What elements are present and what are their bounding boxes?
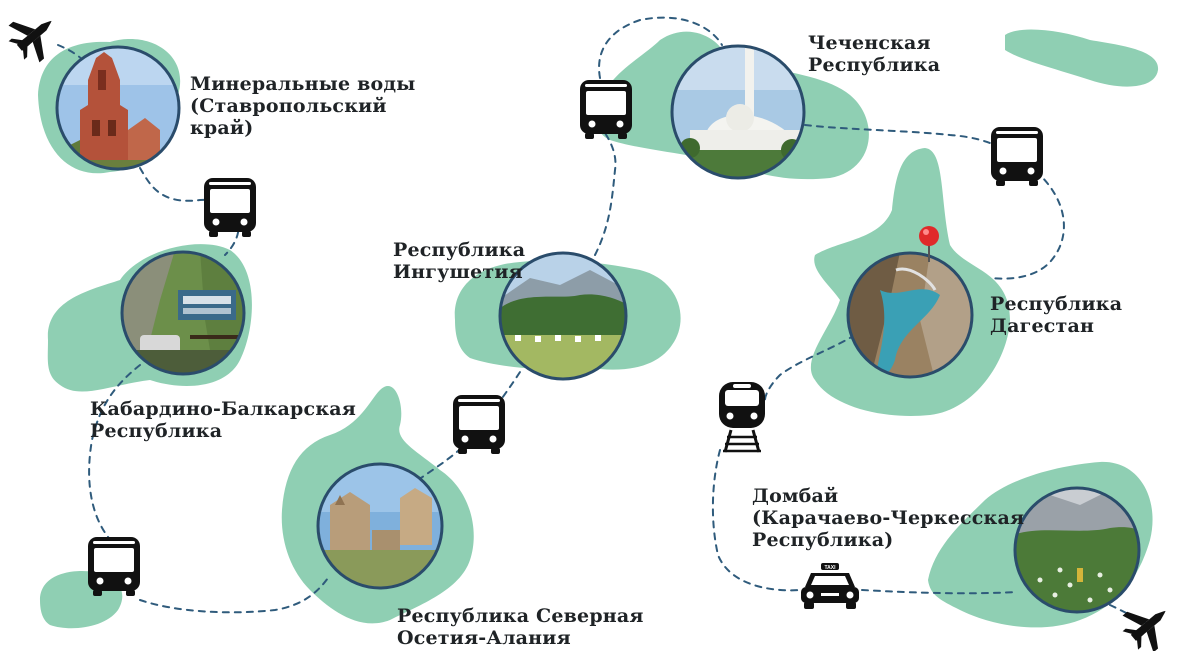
- bus-icon: [991, 127, 1043, 186]
- label-mineralnye: Минеральные воды (Ставропольский край): [190, 73, 415, 139]
- route-segment-chechnya-dagestan: [804, 124, 1065, 280]
- photo-ingushetia[interactable]: [498, 251, 628, 382]
- label-line: Республика Северная: [397, 605, 644, 627]
- label-line: Дагестан: [990, 315, 1095, 337]
- label-kabardino: Кабардино-Балкарская Республика: [90, 398, 356, 442]
- route-segment-ingushetia-chechnya: [594, 124, 617, 256]
- bus-icon: [453, 395, 505, 454]
- bus-icon: [580, 80, 632, 139]
- label-line: Республика: [990, 293, 1123, 315]
- route-segment-chechnya-loop: [598, 16, 723, 79]
- label-line: Домбай: [752, 485, 839, 507]
- blob-nw: [1005, 29, 1159, 87]
- photo-dombay[interactable]: [1013, 486, 1143, 616]
- label-dombay: Домбай (Карачаево-Черкесская Республика): [752, 485, 1024, 551]
- route-segment-mineralnye-kabardino: [139, 167, 240, 256]
- label-line: Осетия-Алания: [397, 627, 571, 649]
- label-line: Ингушетия: [393, 261, 523, 283]
- label-ingushetia: Республика Ингушетия: [393, 239, 525, 283]
- label-line: край): [190, 117, 254, 139]
- route-segment-kabardino-bus: [88, 364, 141, 546]
- taxi-sign-label: TAXI: [824, 565, 836, 571]
- label-ossetia: Республика Северная Осетия-Алания: [397, 605, 644, 649]
- route-segment-bus-ossetia: [139, 574, 331, 614]
- label-dagestan: Республика Дагестан: [990, 293, 1122, 337]
- photo-dagestan[interactable]: [846, 251, 976, 382]
- route-segment-taxi-dombay: [861, 589, 1017, 595]
- label-line: Республика: [90, 420, 223, 442]
- label-line: (Ставропольский: [190, 95, 387, 117]
- label-line: Чеченская: [808, 32, 931, 54]
- label-line: Кабардино-Балкарская: [90, 398, 356, 420]
- label-line: Минеральные воды: [190, 73, 416, 95]
- route-segment-dagestan-train: [764, 334, 856, 401]
- bus-icon: [204, 178, 256, 237]
- label-line: Республика: [808, 54, 941, 76]
- bus-icon: [88, 537, 140, 596]
- label-line: Республика: [393, 239, 526, 261]
- label-line: (Карачаево-Черкесская: [752, 507, 1025, 529]
- label-chechnya: Чеченская Республика: [808, 32, 940, 76]
- taxi-icon: TAXI: [801, 563, 859, 609]
- train-icon: [719, 382, 765, 453]
- route-segment-train-taxi: [711, 449, 801, 592]
- location-pin-icon: [919, 226, 939, 262]
- label-line: Республика): [752, 529, 894, 551]
- plane-icon: [1114, 592, 1182, 651]
